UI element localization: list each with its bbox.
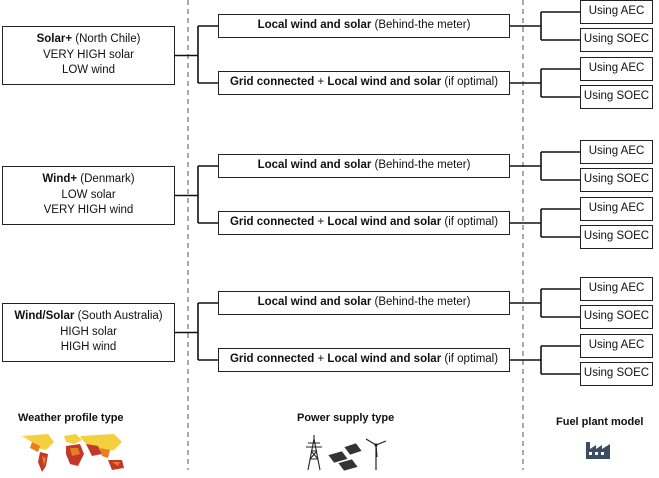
profile-wind-level: HIGH wind [60,341,117,354]
supply-qualifier: (if optimal) [444,353,499,366]
power-supply-box: Local wind and solar (Behind-the meter) [218,14,510,38]
model-label: Using AEC [588,5,645,18]
profile-name: Wind+ [42,173,78,186]
profile-solar-level: LOW solar [61,188,116,201]
fuel-plant-model-box: Using SOEC [580,28,653,52]
supply-qualifier: (if optimal) [444,216,499,229]
weather-profile-type-label: Weather profile type [18,412,124,424]
model-label: Using AEC [588,145,645,158]
model-label: Using SOEC [583,173,650,186]
fuel-plant-model-box: Using SOEC [580,305,653,329]
fuel-plant-model-box: Using AEC [580,0,653,24]
supply-local-label: Local wind and solar [257,296,372,309]
supply-plus: + [317,76,325,89]
fuel-plant-model-box: Using AEC [580,334,653,358]
weather-profile-title: Solar+ (North Chile) [37,32,141,48]
factory-icon [586,442,610,459]
fuel-plant-model-box: Using SOEC [580,362,653,386]
fuel-plant-model-box: Using AEC [580,140,653,164]
weather-profile-title: Wind/Solar (South Australia) [14,309,162,325]
supply-qualifier: (Behind-the meter) [374,159,471,172]
column-dividers [187,0,524,470]
model-label: Using AEC [588,282,645,295]
profile-name: Solar+ [36,33,73,46]
profile-name: Wind/Solar [14,310,75,323]
supply-local-label: Local wind and solar [257,19,372,32]
power-supply-type-label: Power supply type [297,412,395,424]
fuel-plant-model-box: Using AEC [580,57,653,81]
fuel-plant-model-box: Using SOEC [580,168,653,192]
weather-profile-title: Wind+ (Denmark) [42,172,134,188]
model-label: Using SOEC [583,33,650,46]
supply-grid-label: Grid connected [229,216,315,229]
power-supply-box: Grid connected + Local wind and solar (i… [218,348,510,372]
profile-wind-level: VERY HIGH wind [43,204,134,217]
tree-connector-lines [175,11,580,375]
fuel-plant-model-label: Fuel plant model [556,416,644,428]
profile-region: (Denmark) [80,173,135,186]
profile-solar-level: HIGH solar [60,325,117,338]
fuel-plant-model-box: Using AEC [580,277,653,301]
supply-local-label: Local wind and solar [327,353,442,366]
model-label: Using SOEC [583,90,650,103]
fuel-plant-model-box: Using SOEC [580,225,653,249]
model-label: Using SOEC [583,367,650,380]
world-heatmap-icon [18,430,130,474]
supply-plus: + [317,353,325,366]
supply-grid-label: Grid connected [229,76,315,89]
profile-region: (South Australia) [77,310,163,323]
supply-qualifier: (if optimal) [444,76,499,89]
supply-qualifier: (Behind-the meter) [374,296,471,309]
model-label: Using SOEC [583,310,650,323]
profile-wind-level: LOW wind [61,64,116,77]
supply-plus: + [317,216,325,229]
supply-local-label: Local wind and solar [327,216,442,229]
model-label: Using SOEC [583,230,650,243]
model-label: Using AEC [588,339,645,352]
power-supply-box: Local wind and solar (Behind-the meter) [218,291,510,315]
power-supply-box: Local wind and solar (Behind-the meter) [218,154,510,178]
fuel-plant-model-box: Using AEC [580,197,653,221]
supply-qualifier: (Behind-the meter) [374,19,471,32]
profile-region: (North Chile) [75,33,141,46]
profile-solar-level: VERY HIGH solar [43,48,134,61]
supply-local-label: Local wind and solar [327,76,442,89]
supply-grid-label: Grid connected [229,353,315,366]
power-tower-solar-wind-icon [306,435,387,471]
supply-local-label: Local wind and solar [257,159,372,172]
fuel-plant-model-box: Using SOEC [580,85,653,109]
model-label: Using AEC [588,202,645,215]
model-label: Using AEC [588,62,645,75]
power-supply-box: Grid connected + Local wind and solar (i… [218,71,510,95]
power-supply-box: Grid connected + Local wind and solar (i… [218,211,510,235]
